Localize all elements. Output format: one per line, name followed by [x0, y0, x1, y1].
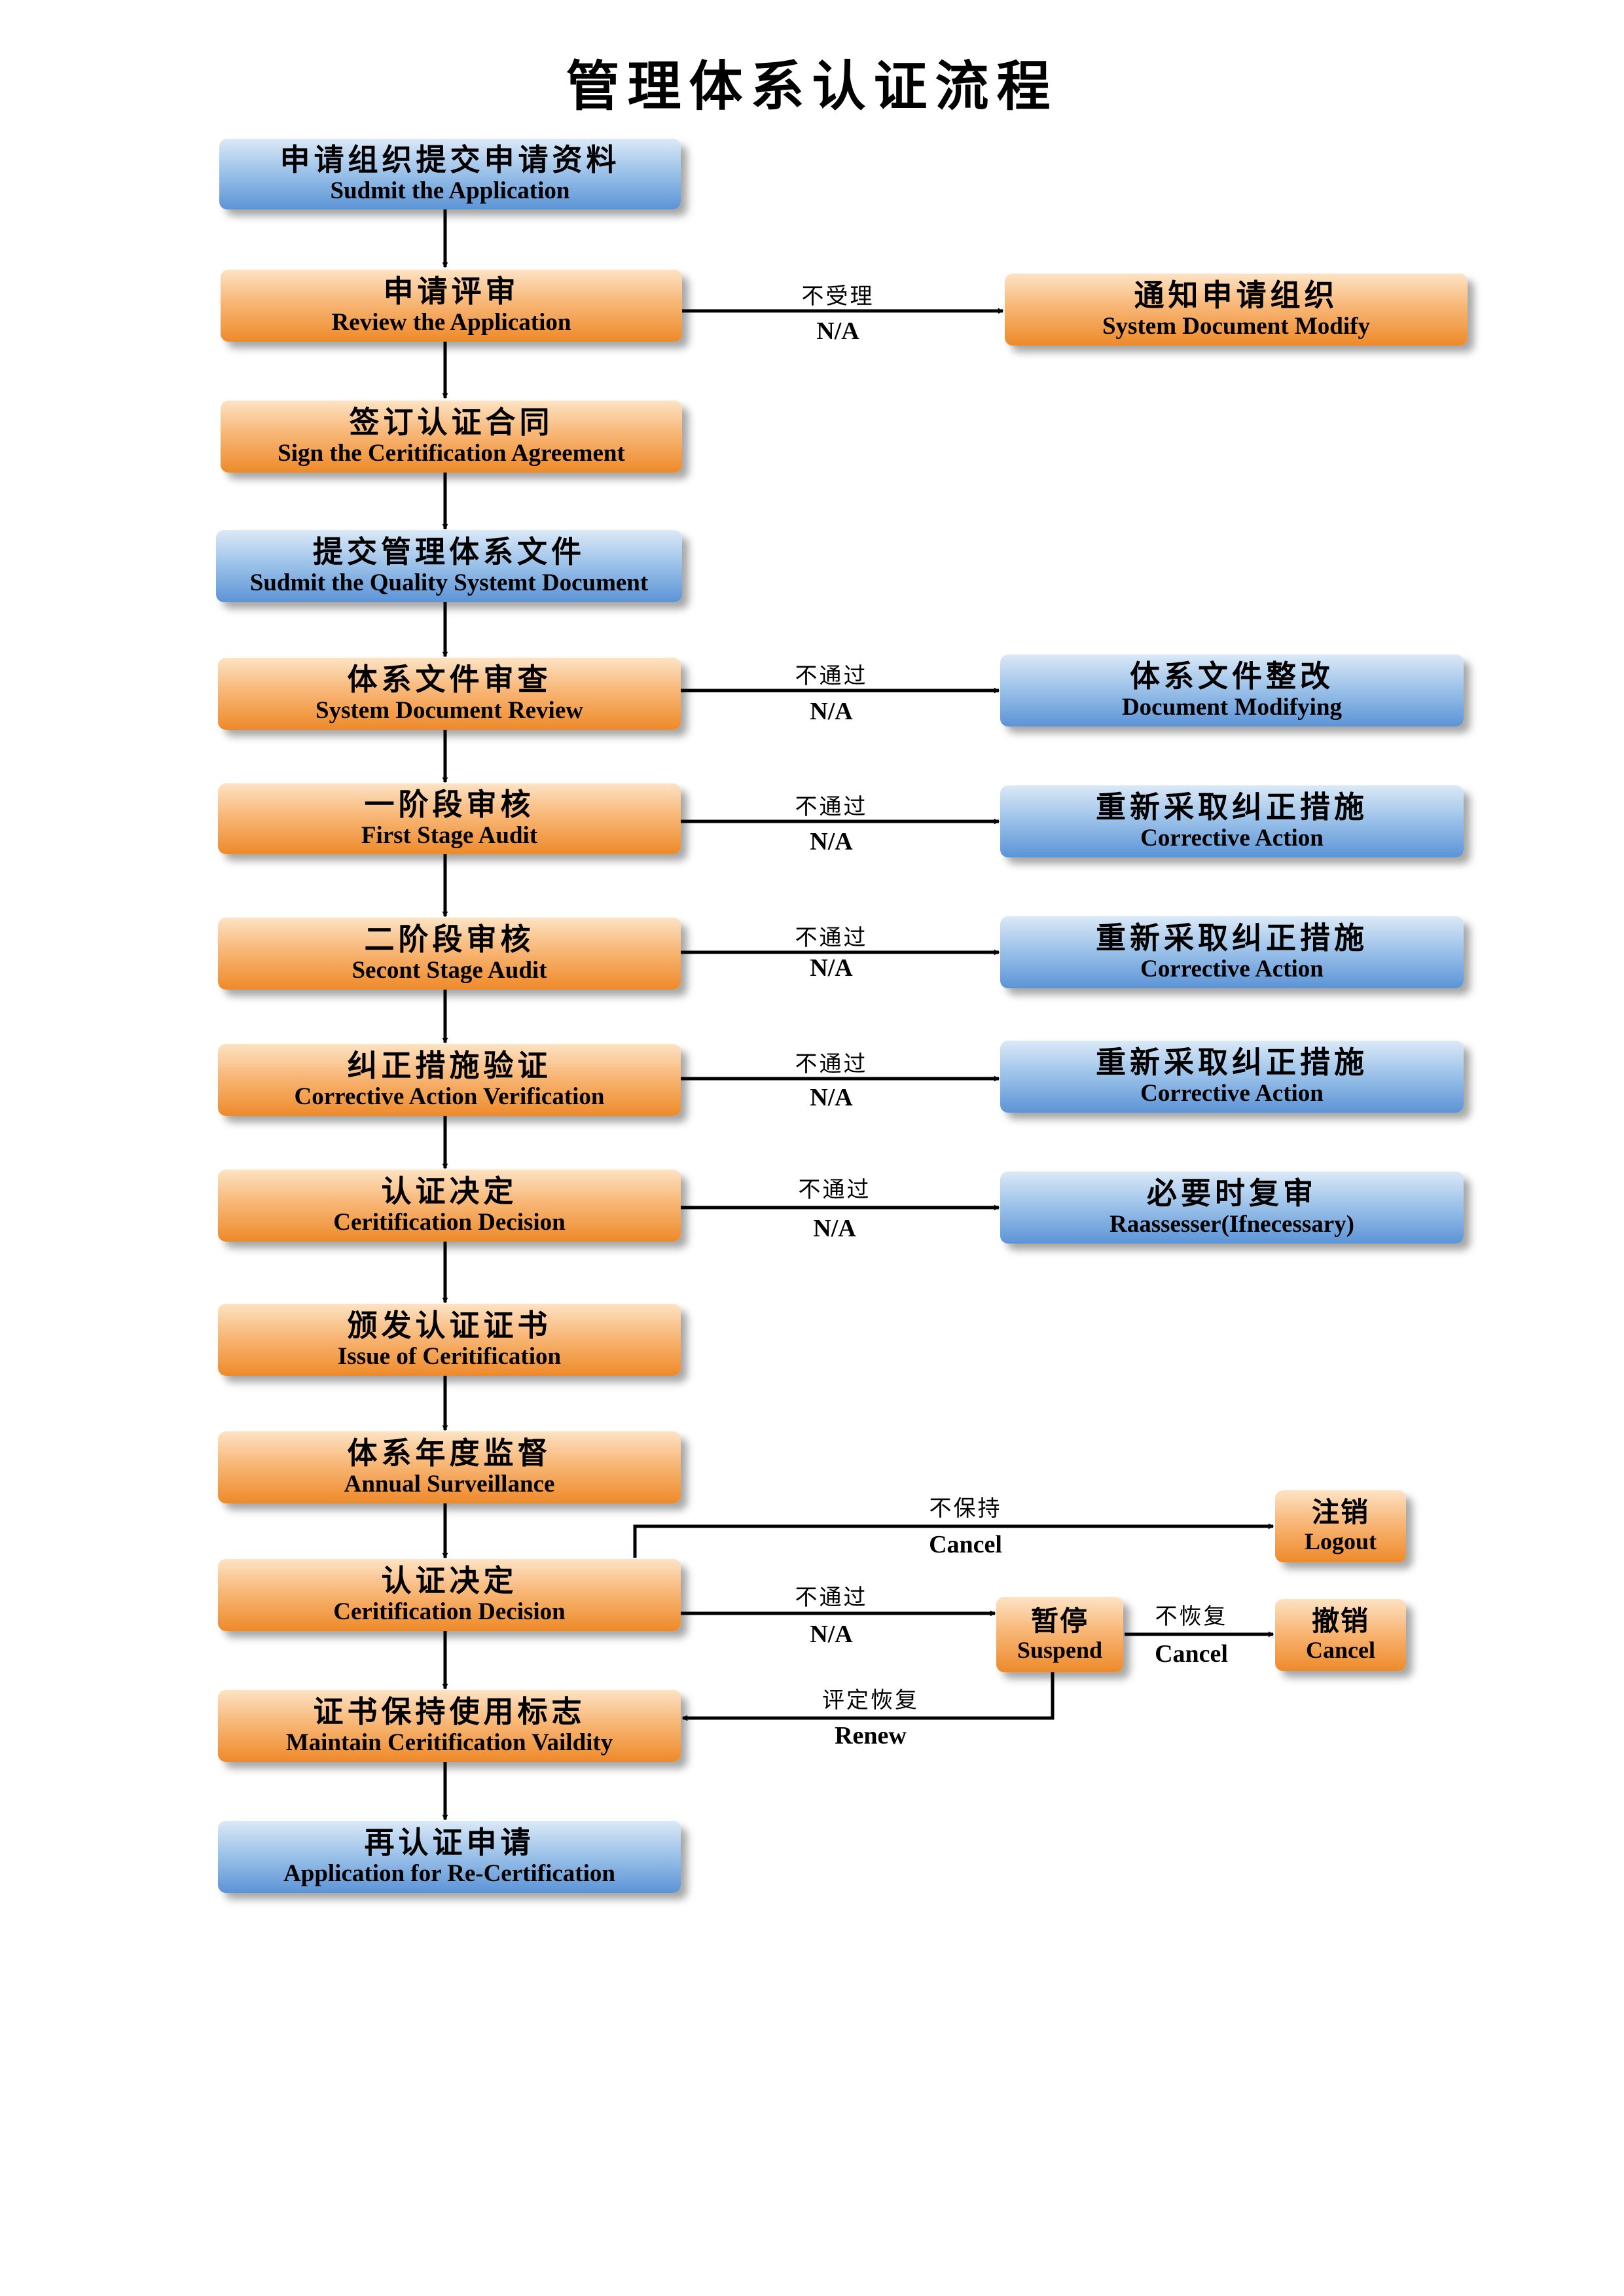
step-issue-certificate: 颁发认证证书 Issue of Ceritification: [218, 1304, 681, 1376]
step-recertification: 再认证申请 Application for Re-Certification: [218, 1821, 681, 1893]
side-corrective-action-3: 重新采取纠正措施 Corrective Action: [1000, 1041, 1464, 1113]
step-first-stage-audit: 一阶段审核 First Stage Audit: [218, 783, 681, 854]
step-certification-decision: 认证决定 Ceritification Decision: [218, 1170, 681, 1242]
edge-label-na: N/A: [810, 828, 853, 855]
side-corrective-action-2: 重新采取纠正措施 Corrective Action: [1000, 916, 1464, 988]
edge-label-fail: 不通过: [795, 1585, 868, 1611]
edge-label-fail: 不通过: [795, 794, 868, 820]
edge-label-na: N/A: [816, 317, 859, 345]
edge-label-na: N/A: [810, 1621, 853, 1648]
edge-label-not-restore: 不恢复: [1155, 1604, 1228, 1630]
edge-label-fail: 不通过: [795, 663, 868, 689]
edge-label-na: N/A: [810, 698, 853, 725]
step-submit-application: 申请组织提交申请资料 Sudmit the Application: [219, 139, 681, 209]
step-sign-agreement: 签订认证合同 Sign the Ceritification Agreement: [221, 401, 682, 473]
edge-label-na: N/A: [810, 1084, 853, 1111]
page-title: 管理体系认证流程: [566, 55, 1058, 118]
branch-arrow: [683, 1672, 1055, 1718]
edge-label-na: N/A: [813, 1215, 856, 1242]
edge-label-cancel: Cancel: [1155, 1640, 1228, 1668]
step-second-stage-audit: 二阶段审核 Secont Stage Audit: [218, 918, 681, 990]
edge-label-not-accepted: 不受理: [801, 283, 875, 310]
side-document-modifying: 体系文件整改 Document Modifying: [1000, 655, 1464, 726]
step-maintain-validity: 证书保持使用标志 Maintain Ceritification Vaildit…: [218, 1690, 681, 1762]
side-notify-applicant: 通知申请组织 System Document Modify: [1005, 274, 1468, 346]
edge-label-renew: Renew: [835, 1722, 907, 1749]
edge-label-fail: 不通过: [795, 925, 868, 951]
side-reassess: 必要时复审 Raassesser(Ifnecessary): [1000, 1172, 1464, 1244]
step-document-review: 体系文件审查 System Document Review: [218, 658, 681, 730]
edge-label-not-maintain: 不保持: [929, 1496, 1002, 1522]
side-corrective-action-1: 重新采取纠正措施 Corrective Action: [1000, 785, 1464, 857]
step-certification-decision-2: 认证决定 Ceritification Decision: [218, 1559, 681, 1631]
branch-arrow: [633, 1526, 1273, 1558]
edge-label-na: N/A: [810, 954, 853, 982]
side-cancel: 撤销 Cancel: [1275, 1599, 1406, 1671]
edge-label-fail: 不通过: [798, 1177, 871, 1203]
step-corrective-verification: 纠正措施验证 Corrective Action Verification: [218, 1044, 681, 1116]
side-suspend: 暂停 Suspend: [996, 1597, 1123, 1672]
edge-label-cancel: Cancel: [929, 1531, 1002, 1558]
side-logout: 注销 Logout: [1275, 1490, 1406, 1562]
step-review-application: 申请评审 Review the Application: [221, 270, 682, 342]
step-annual-surveillance: 体系年度监督 Annual Surveillance: [218, 1431, 681, 1503]
edge-label-fail: 不通过: [795, 1051, 868, 1077]
step-submit-documents: 提交管理体系文件 Sudmit the Quality Systemt Docu…: [216, 530, 682, 602]
edge-label-restore: 评定恢复: [822, 1687, 919, 1713]
